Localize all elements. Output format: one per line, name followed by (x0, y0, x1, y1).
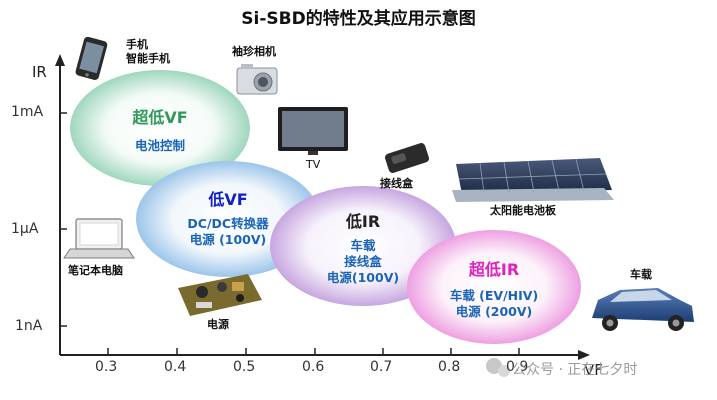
junction-box-icon (384, 143, 430, 173)
wechat-icon (486, 358, 510, 377)
x-tick-label: 0.7 (370, 359, 393, 375)
region-title: 低VF (208, 190, 248, 209)
x-tick-label: 0.6 (302, 359, 325, 375)
y-axis-label: IR (32, 63, 47, 81)
label-power-supply: 电源 (207, 318, 229, 331)
region-title: 超低VF (132, 108, 188, 127)
region-ultra-low-ir: 超低IR 车载 (EV/HIV) 电源 (200V) (429, 256, 559, 320)
region-application: 车载 (EV/HIV) (449, 288, 539, 303)
x-tick-label: 0.5 (233, 359, 256, 375)
region-application: 电源 (200V) (455, 304, 533, 319)
region-application: 电源 (100V) (189, 232, 267, 247)
region-application: DC/DC转换器 (187, 216, 269, 231)
y-axis-arrow (55, 54, 65, 66)
label-laptop: 笔记本电脑 (68, 264, 123, 277)
region-application: 电池控制 (134, 138, 185, 153)
x-tick-label: 0.9 (506, 359, 529, 375)
label-solar-panel: 太阳能电池板 (490, 204, 556, 217)
region-title: 低IR (345, 212, 381, 231)
x-axis-label: VF (584, 361, 603, 379)
region-ellipse-ultra-low-ir (407, 230, 581, 344)
label-camera: 袖珍相机 (232, 45, 276, 58)
x-axis-arrow (578, 350, 590, 360)
watermark: 公众号 · 正在七夕时 (512, 362, 638, 378)
tv-icon (278, 107, 348, 155)
car-icon (592, 288, 694, 331)
x-tick-label: 0.3 (95, 359, 118, 375)
region-ellipse-ultra-low-vf (70, 70, 250, 186)
region-application: 电源(100V) (326, 270, 400, 285)
y-tick-label: 1nA (15, 318, 43, 334)
smartphone-icon (75, 36, 108, 80)
x-tick-label: 0.4 (164, 359, 187, 375)
label-phone: 手机 智能手机 (126, 38, 170, 65)
region-ultra-low-vf: 超低VF 电池控制 (100, 104, 220, 154)
region-application: 接线盒 (344, 254, 382, 269)
camera-icon (236, 64, 278, 95)
power-supply-board-icon (178, 274, 262, 316)
region-title: 超低IR (468, 260, 520, 279)
y-tick-label: 1μA (11, 221, 39, 237)
solar-panel-icon (452, 158, 614, 202)
y-tick-label: 1mA (11, 104, 44, 120)
region-application: 车载 (350, 238, 376, 253)
axes (55, 54, 590, 360)
label-junction-box: 接线盒 (380, 177, 413, 190)
diagram-title: Si-SBD的特性及其应用示意图 (241, 9, 476, 29)
label-car: 车载 (630, 268, 652, 281)
label-tv: TV (306, 158, 321, 171)
region-low-vf: 低VF DC/DC转换器 电源 (100V) (158, 186, 298, 248)
region-low-ir: 低IR 车载 接线盒 电源(100V) (303, 208, 423, 286)
x-tick-label: 0.8 (438, 359, 461, 375)
laptop-icon (63, 218, 135, 259)
